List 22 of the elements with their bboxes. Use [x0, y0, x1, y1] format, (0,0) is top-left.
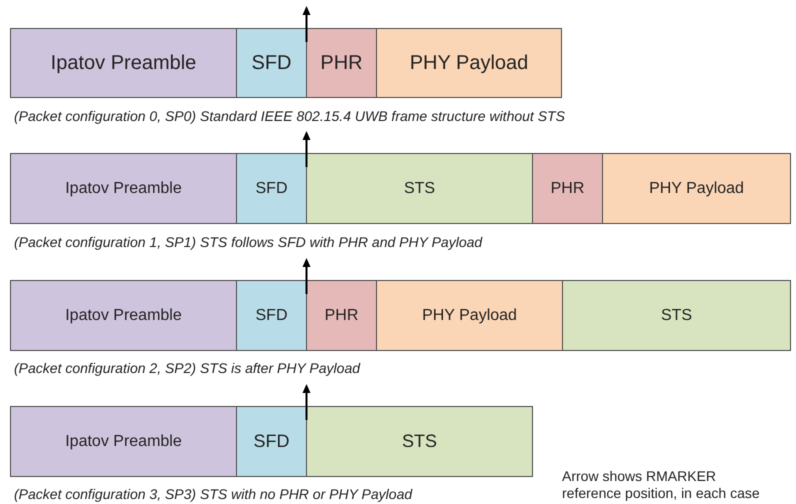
preamble-field: Ipatov Preamble — [10, 280, 237, 351]
phr-field: PHR — [532, 153, 603, 224]
frame-caption: (Packet configuration 2, SP2) STS is after PHY Payload — [14, 360, 360, 376]
sfd-field: SFD — [236, 406, 307, 477]
phr-field: PHR — [306, 28, 377, 98]
frame-caption: (Packet configuration 1, SP1) STS follows SFD with PHR and PHY Payload — [14, 234, 482, 250]
phr-field: PHR — [306, 280, 377, 351]
sts-field: STS — [306, 153, 533, 224]
sfd-field: SFD — [236, 28, 307, 98]
payload-field: PHY Payload — [376, 280, 563, 351]
preamble-field: Ipatov Preamble — [10, 406, 237, 477]
sfd-field: SFD — [236, 153, 307, 224]
payload-field: PHY Payload — [376, 28, 562, 98]
preamble-field: Ipatov Preamble — [10, 153, 237, 224]
sts-field: STS — [306, 406, 533, 477]
sts-field: STS — [562, 280, 791, 351]
frame-caption: (Packet configuration 3, SP3) STS with no PHR or PHY Payload — [14, 486, 412, 502]
payload-field: PHY Payload — [602, 153, 791, 224]
note-text: Arrow shows RMARKER reference position, in each case — [562, 468, 761, 502]
frame-caption: (Packet configuration 0, SP0) Standard IEEE 802.15.4 UWB frame structure without STS — [14, 108, 565, 124]
sfd-field: SFD — [236, 280, 307, 351]
preamble-field: Ipatov Preamble — [10, 28, 237, 98]
